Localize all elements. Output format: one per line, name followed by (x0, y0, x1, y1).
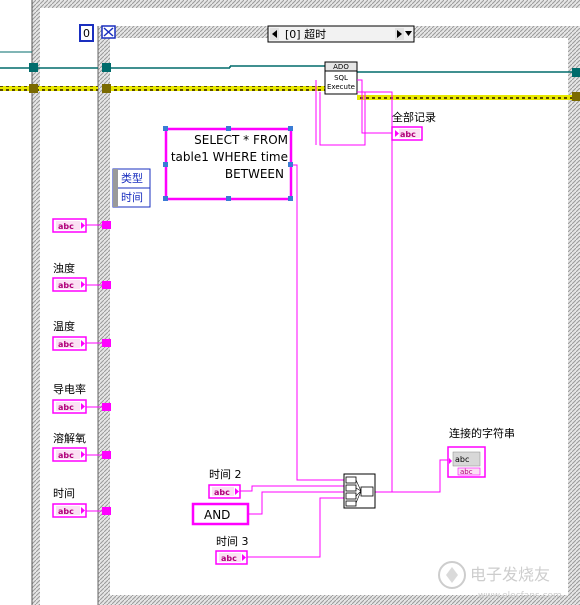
string-control-conductivity[interactable]: abc (52, 399, 87, 414)
svg-text:AND: AND (204, 508, 230, 522)
and-string-constant[interactable]: AND (191, 502, 250, 526)
string-indicator-concatenated[interactable]: abc abc (447, 446, 486, 478)
ado-sql-execute-subvi[interactable]: ADO SQL Execute (324, 61, 358, 95)
svg-text:abc: abc (58, 340, 74, 349)
svg-text:类型: 类型 (121, 171, 143, 185)
string-indicator-all-records[interactable]: abc (391, 126, 423, 141)
svg-text:Execute: Execute (327, 83, 355, 91)
svg-text:0: 0 (83, 27, 90, 40)
label-conductivity: 导电率 (53, 382, 86, 396)
watermark-logo-icon (438, 561, 466, 589)
case-tunnel-error[interactable] (102, 84, 111, 93)
label-time-3: 时间 3 (216, 535, 249, 548)
loop-tunnel-ref[interactable] (29, 63, 38, 72)
svg-text:abc: abc (58, 281, 74, 290)
svg-text:abc: abc (221, 554, 237, 563)
svg-text:SQL: SQL (334, 74, 348, 82)
string-control-temperature[interactable]: abc (52, 336, 87, 351)
string-control-dissolved-oxygen[interactable]: abc (52, 447, 87, 462)
svg-text:abc: abc (58, 403, 74, 412)
string-control-turbidity[interactable]: abc (52, 277, 87, 292)
case-tunnel-error-out[interactable] (572, 92, 580, 101)
error-cluster-wire[interactable] (0, 86, 580, 100)
svg-text:时间: 时间 (121, 191, 143, 204)
label-all-records: 全部记录 (392, 110, 436, 124)
label-turbidity: 浊度 (53, 261, 75, 275)
svg-text:abc: abc (214, 488, 230, 497)
case-selector-label: [0] 超时 (285, 27, 326, 41)
string-control-time[interactable]: abc (52, 503, 87, 518)
svg-text:abc: abc (460, 468, 473, 476)
svg-text:abc: abc (400, 130, 416, 139)
svg-text:abc: abc (58, 222, 74, 231)
label-time-2: 时间 2 (209, 468, 242, 481)
string-wires[interactable] (86, 79, 448, 558)
chevron-left-icon (272, 30, 277, 38)
refnum-wire[interactable] (0, 51, 580, 73)
watermark: 电子发烧友 www.elecfans.com (438, 561, 562, 601)
chevron-down-icon[interactable] (405, 31, 412, 36)
chevron-right-icon (397, 30, 402, 38)
label-time: 时间 (53, 487, 75, 500)
case-tunnel-ref-out[interactable] (572, 68, 580, 77)
unbundle-by-name[interactable]: 类型 时间 (112, 168, 151, 208)
string-control-unnamed[interactable]: abc (52, 218, 87, 233)
case-tunnels-strings (102, 221, 111, 515)
case-tunnel-ref[interactable] (102, 63, 111, 72)
loop-index-terminal: 0 (79, 24, 94, 42)
string-control-time-3[interactable]: abc (215, 550, 248, 565)
label-dissolved-oxygen: 溶解氧 (53, 431, 86, 445)
svg-text:BETWEEN: BETWEEN (225, 167, 284, 181)
label-temperature: 温度 (53, 319, 75, 333)
svg-text:abc: abc (58, 451, 74, 460)
loop-tunnel-error[interactable] (29, 84, 38, 93)
svg-text:SELECT * FROM: SELECT * FROM (194, 133, 288, 147)
loop-stop-icon[interactable] (101, 25, 116, 39)
svg-text:abc: abc (455, 455, 469, 464)
case-structure-frame[interactable] (97, 26, 580, 605)
svg-text:电子发烧友: 电子发烧友 (470, 565, 550, 584)
sql-query-constant[interactable]: SELECT * FROM table1 WHERE time BETWEEN (163, 126, 293, 201)
svg-text:www.elecfans.com: www.elecfans.com (478, 591, 562, 601)
svg-text:ADO: ADO (333, 63, 349, 71)
svg-text:abc: abc (58, 507, 74, 516)
case-selector[interactable]: [0] 超时 (267, 25, 415, 43)
string-control-time-2[interactable]: abc (208, 484, 241, 499)
concatenate-strings-node[interactable] (343, 473, 376, 509)
svg-text:table1 WHERE time: table1 WHERE time (171, 150, 288, 164)
label-concatenated-string: 连接的字符串 (449, 426, 515, 440)
